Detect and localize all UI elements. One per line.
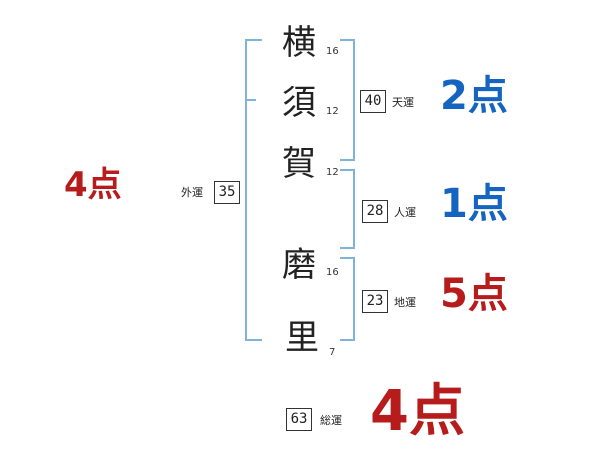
jinkaku-score: 1点 [440, 181, 508, 227]
tenkaku-score: 2点 [440, 73, 508, 119]
gaikaku-score: 4点 [64, 165, 122, 205]
gaikaku-bracket [245, 39, 262, 341]
chikaku-label: 地運 [394, 296, 416, 309]
name-char-3: 賀 [282, 144, 316, 184]
soukaku-score: 4点 [370, 379, 465, 444]
jinkaku-value-box: 28 [362, 200, 388, 223]
gaikaku-label: 外運 [181, 186, 203, 199]
jinkaku-label: 人運 [394, 206, 416, 219]
gaikaku-value-box: 35 [214, 181, 240, 204]
stroke-count-2: 12 [326, 106, 339, 117]
name-char-5: 里 [285, 318, 319, 358]
stroke-count-1: 16 [326, 46, 339, 57]
stroke-count-5: 7 [329, 347, 336, 358]
stroke-count-3: 12 [326, 167, 339, 178]
soukaku-label: 総運 [320, 414, 342, 427]
soukaku-value-box: 63 [286, 408, 312, 431]
chikaku-value-box: 23 [362, 290, 388, 313]
chikaku-score: 5点 [440, 271, 508, 317]
jinkaku-bracket [340, 169, 355, 249]
chikaku-bracket [340, 257, 355, 341]
name-char-2: 須 [282, 83, 316, 123]
tenkaku-bracket [340, 39, 355, 161]
stroke-count-4: 16 [326, 267, 339, 278]
name-char-4: 磨 [282, 245, 316, 285]
name-char-1: 横 [282, 23, 316, 63]
tenkaku-label: 天運 [392, 96, 414, 109]
tenkaku-value-box: 40 [360, 90, 386, 113]
